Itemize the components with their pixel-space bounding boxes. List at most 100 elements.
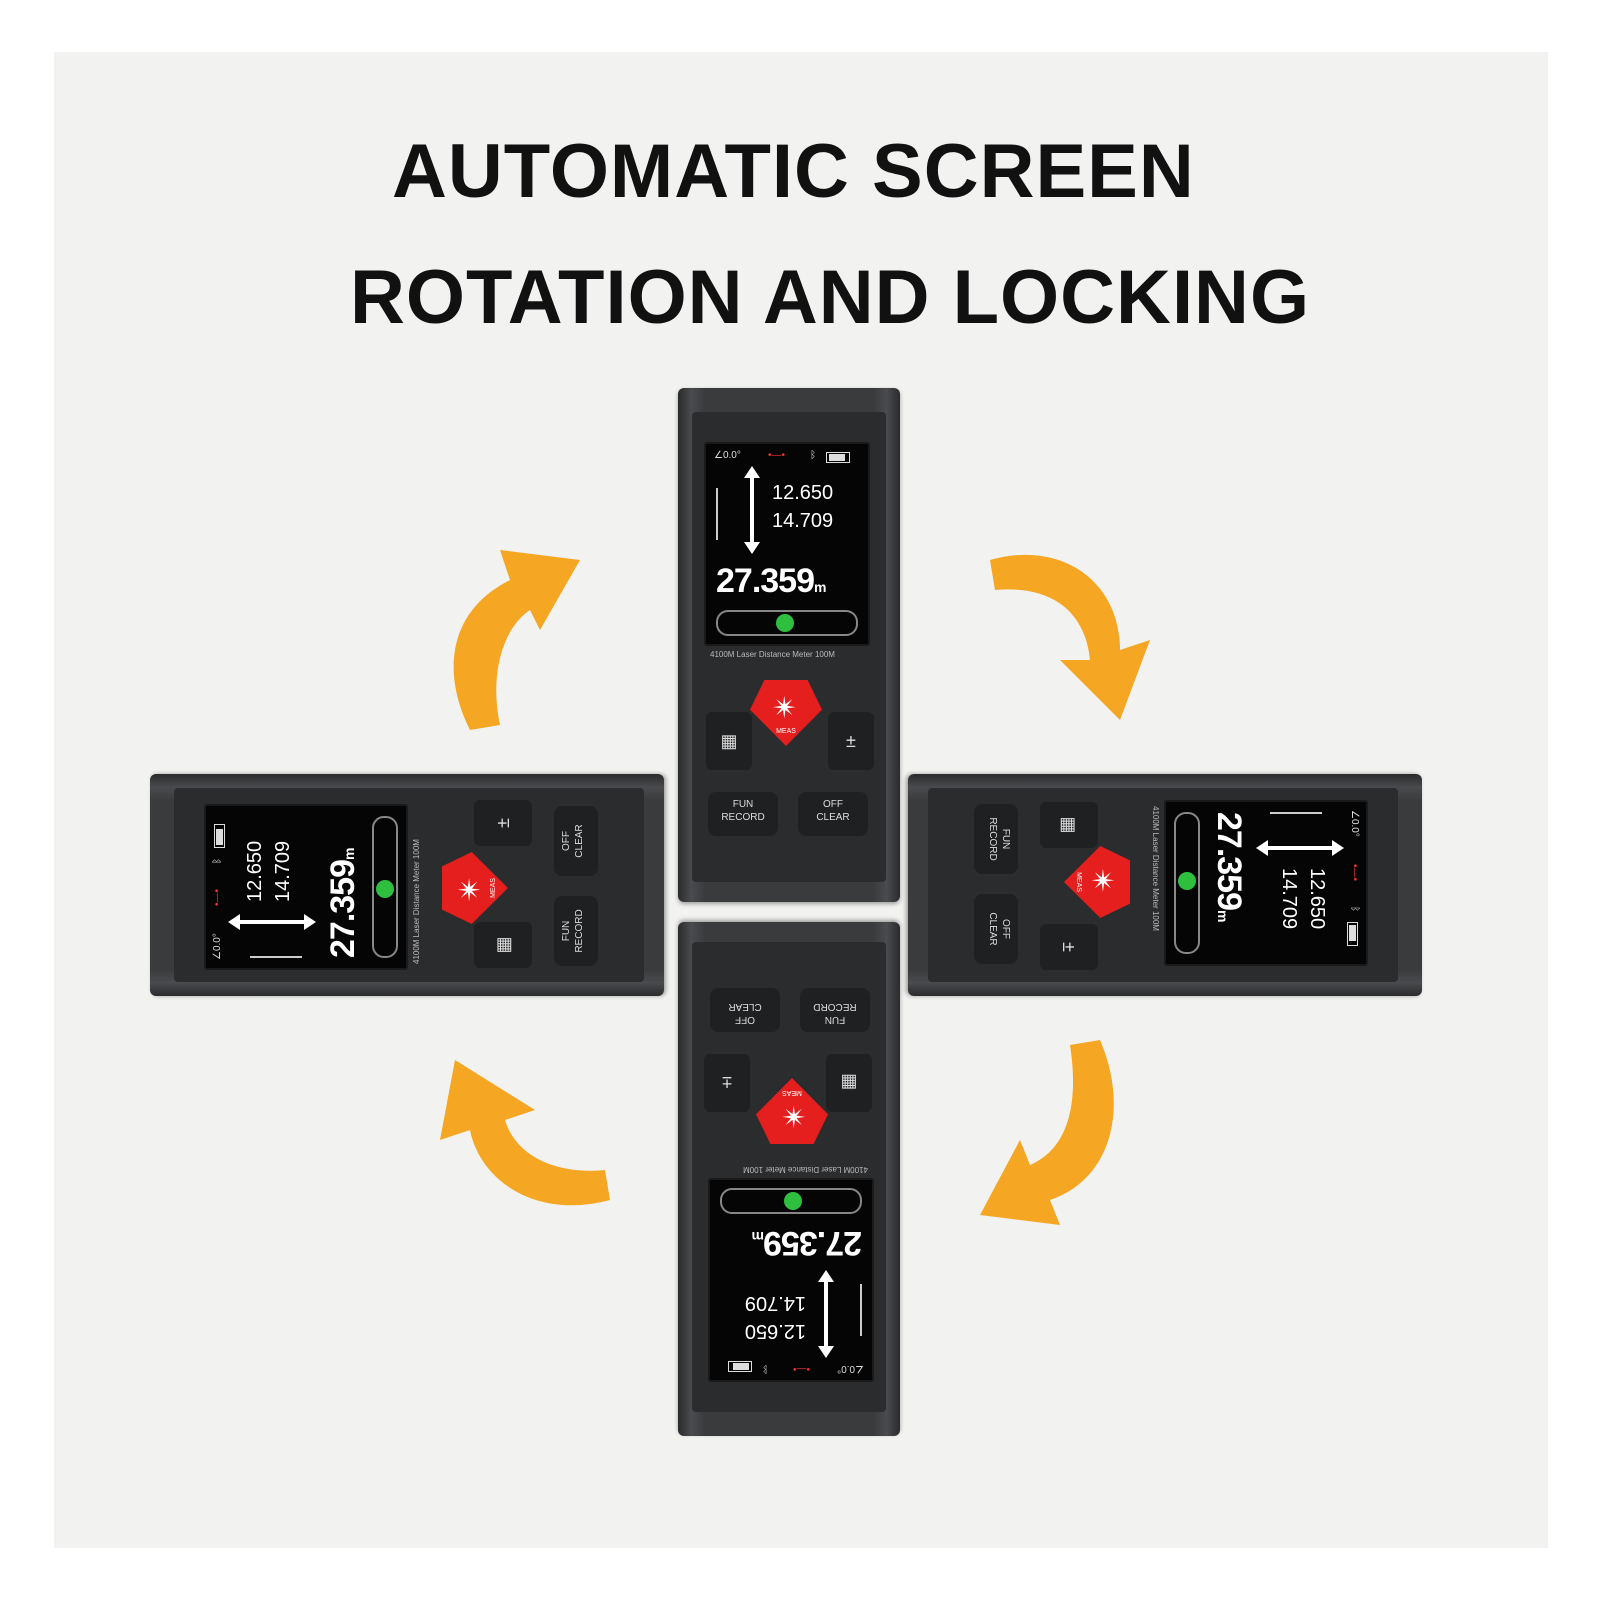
reading-2: 14.709 <box>1278 868 1300 930</box>
laser-icon: ✴ <box>1085 868 1118 894</box>
record-label: RECORD <box>574 909 585 953</box>
rotation-arrow-bottom-left <box>440 1060 610 1206</box>
laser-measure-button[interactable]: ✴ MEAS <box>750 680 822 746</box>
status-bar: ∠0.0° •—• ᛒ <box>714 450 858 464</box>
off-clear-button[interactable]: OFF CLEAR <box>798 792 868 836</box>
height-icon <box>846 1284 862 1336</box>
device-screen: ∠0.0° •—• ᛒ 12.650 14.709 27.359m <box>708 1178 874 1382</box>
off-label: OFF <box>823 799 843 810</box>
plus-minus-label: ± <box>722 1073 732 1093</box>
clear-label: CLEAR <box>728 1001 762 1012</box>
main-reading: 27.359m <box>324 849 363 958</box>
battery-icon <box>214 824 225 848</box>
device-face: ∠0.0° •—• ᛒ 12.650 14.709 27.359m 4100M … <box>692 942 886 1412</box>
unit-label: m <box>1215 910 1231 922</box>
off-clear-button[interactable]: OFF CLEAR <box>710 988 780 1032</box>
fun-label: FUN <box>732 799 754 810</box>
bluetooth-icon: ᛒ <box>762 1363 768 1374</box>
device-screen: ∠0.0° •—• ᛒ 12.650 14.709 27.359m <box>704 442 870 646</box>
level-bubble <box>720 1188 862 1214</box>
plus-minus-label: ± <box>493 818 513 828</box>
measure-arrow-icon <box>1260 846 1340 850</box>
mode-button[interactable]: ▦ <box>474 922 532 968</box>
height-icon <box>250 942 302 958</box>
laser-button-label: MEAS <box>1075 872 1082 892</box>
fun-record-button[interactable]: FUN RECORD <box>708 792 778 836</box>
unit-label: m <box>752 1229 764 1245</box>
laser-indicator-icon: •—• <box>792 1363 810 1374</box>
bluetooth-icon: ᛒ <box>810 450 816 461</box>
bluetooth-icon: ᛒ <box>212 858 223 864</box>
status-bar: ∠0.0° •—• ᛒ <box>1346 810 1360 954</box>
mode-button[interactable]: ▦ <box>1040 802 1098 848</box>
area-mode-icon: ▦ <box>1059 816 1079 834</box>
laser-icon: ✴ <box>780 1099 806 1132</box>
plus-minus-button[interactable]: ± <box>828 712 874 770</box>
plus-minus-button[interactable]: ± <box>1040 924 1098 970</box>
bluetooth-icon: ᛒ <box>1349 906 1360 912</box>
measure-arrow-icon <box>824 1274 828 1354</box>
main-reading: 27.359m <box>716 562 826 601</box>
model-text: 4100M Laser Distance Meter 100M <box>412 839 421 964</box>
model-text: 4100M Laser Distance Meter 100M <box>710 650 835 659</box>
laser-meter-body: ∠0.0° •—• ᛒ 12.650 14.709 27.359m 4100M … <box>150 774 664 996</box>
angle-readout: ∠0.0° <box>837 1363 864 1374</box>
laser-button-label: MEAS <box>490 878 497 898</box>
laser-indicator-icon: •—• <box>768 450 786 461</box>
battery-icon <box>728 1361 752 1372</box>
reading-1: 12.650 <box>1306 868 1328 930</box>
laser-measure-button[interactable]: ✴ MEAS <box>756 1078 828 1144</box>
laser-measure-button[interactable]: ✴ MEAS <box>442 852 508 924</box>
record-label: RECORD <box>987 817 998 861</box>
model-text: 4100M Laser Distance Meter 100M <box>1151 806 1160 931</box>
level-dot <box>784 1192 802 1210</box>
rotation-arrow-top-left <box>453 550 580 730</box>
level-dot <box>1178 872 1196 890</box>
fun-label: FUN <box>824 1014 846 1025</box>
unit-label: m <box>341 848 357 860</box>
device-screen: ∠0.0° •—• ᛒ 12.650 14.709 27.359m <box>1164 800 1368 966</box>
level-bubble <box>372 816 398 958</box>
level-bubble <box>716 610 858 636</box>
laser-meter-body: ∠0.0° •—• ᛒ 12.650 14.709 27.359m 4100M … <box>678 922 900 1436</box>
laser-measure-button[interactable]: ✴ MEAS <box>1064 846 1130 918</box>
device-face: ∠0.0° •—• ᛒ 12.650 14.709 27.359m 4100M … <box>174 788 644 982</box>
record-label: RECORD <box>721 812 765 823</box>
fun-label: FUN <box>561 920 572 942</box>
laser-icon: ✴ <box>454 876 487 902</box>
device-face: ∠0.0° •—• ᛒ 12.650 14.709 27.359m 4100M … <box>928 788 1398 982</box>
fun-label: FUN <box>1000 828 1011 850</box>
laser-button-label: MEAS <box>782 1089 802 1096</box>
mode-button[interactable]: ▦ <box>826 1054 872 1112</box>
laser-meter-body: ∠0.0° •—• ᛒ 12.650 14.709 27.359m 4100M … <box>908 774 1422 996</box>
unit-label: m <box>814 579 826 595</box>
rotation-arrow-top-right <box>990 554 1150 720</box>
headline-line-2: ROTATION AND LOCKING <box>350 255 1311 340</box>
mode-button[interactable]: ▦ <box>706 712 752 770</box>
reading-2: 14.709 <box>772 510 834 532</box>
area-mode-icon: ▦ <box>840 1073 858 1093</box>
plus-minus-button[interactable]: ± <box>474 800 532 846</box>
device-rotated-right: ∠0.0° •—• ᛒ 12.650 14.709 27.359m 4100M … <box>908 774 1422 996</box>
off-label: OFF <box>735 1014 755 1025</box>
laser-button-label: MEAS <box>776 728 796 735</box>
reading-2: 14.709 <box>744 1292 806 1314</box>
level-bubble <box>1174 812 1200 954</box>
height-icon <box>1270 812 1322 828</box>
plus-minus-button[interactable]: ± <box>704 1054 750 1112</box>
level-dot <box>776 614 794 632</box>
clear-label: CLEAR <box>816 812 850 823</box>
main-reading-value: 27.359 <box>1210 812 1248 910</box>
laser-icon: ✴ <box>772 692 798 725</box>
height-icon <box>716 488 732 540</box>
main-reading-value: 27.359 <box>324 860 362 958</box>
laser-indicator-icon: •—• <box>1349 864 1360 882</box>
measure-arrow-icon <box>744 466 760 554</box>
reading-1: 12.650 <box>744 1320 806 1342</box>
angle-readout: ∠0.0° <box>714 450 741 461</box>
